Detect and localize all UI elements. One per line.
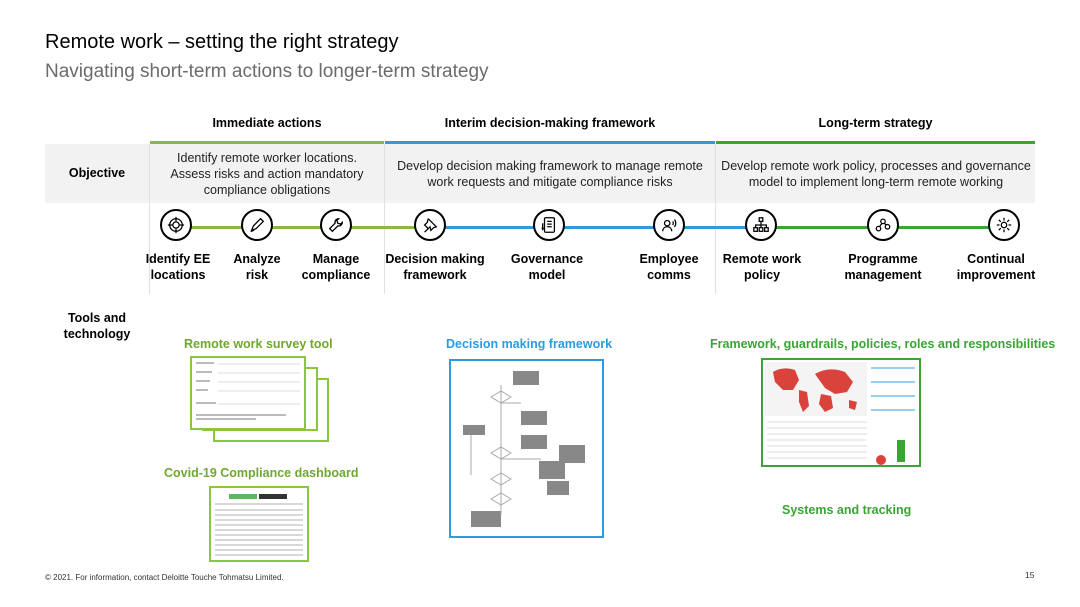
dashboard-title: Covid-19 Compliance dashboard [164,466,359,480]
objective-interim: Develop decision making framework to man… [397,159,703,189]
footer-copyright: © 2021. For information, contact Deloitt… [45,573,284,582]
decision-framework-title: Decision making framework [446,337,613,351]
gear-icon [988,209,1020,241]
document-icon [533,209,565,241]
pin-icon [414,209,446,241]
pen-icon [241,209,273,241]
phase-bar-long-term [716,141,1035,144]
phase-title-immediate: Immediate actions [212,116,322,130]
org-chart-icon [745,209,777,241]
objective-immediate: Identify remote worker locations. Assess… [170,151,364,197]
systems-tracking-thumbnail [761,358,921,467]
phase-title-long-term: Long-term strategy [818,116,933,130]
timeline-immediate [176,226,436,229]
long-term-tools-title: Framework, guardrails, policies, roles a… [710,337,1056,351]
systems-tracking-title: Systems and tracking [782,503,912,517]
network-icon [867,209,899,241]
page-subtitle: Navigating short-term actions to longer-… [45,61,489,82]
divider [149,144,150,294]
phase-bar-interim [385,141,715,144]
page-number: 15 [1025,570,1035,580]
divider [715,144,716,294]
page-title: Remote work – setting the right strategy [45,31,399,53]
person-speaking-icon [653,209,685,241]
phase-bar-immediate [150,141,384,144]
objective-long-term: Develop remote work policy, processes an… [721,159,1031,189]
objective-band [45,144,1035,203]
objective-label: Objective [68,166,126,180]
survey-form-thumbnail [190,356,306,430]
phase-title-interim: Interim decision-making framework [444,116,656,130]
wrench-icon [320,209,352,241]
divider [384,144,385,294]
target-icon [160,209,192,241]
timeline-interim [436,226,762,229]
survey-tool-title: Remote work survey tool [184,337,333,351]
compliance-dashboard-thumbnail [209,486,309,562]
decision-flowchart-thumbnail [449,359,604,538]
